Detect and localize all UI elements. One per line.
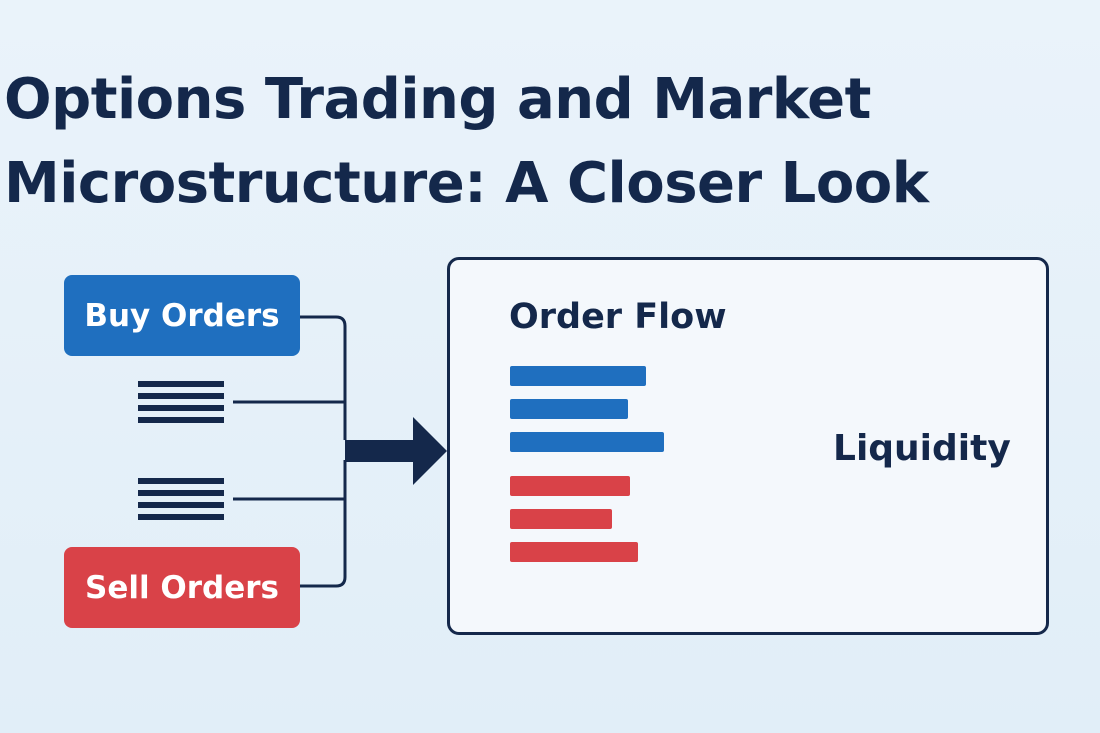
sell-flow-bar <box>510 542 638 562</box>
buy-connector-line <box>300 315 347 440</box>
page-title: Options Trading and Market Microstructur… <box>4 58 929 226</box>
page-title-line-2: Microstructure: A Closer Look <box>4 151 929 216</box>
buy-flow-bar <box>510 399 628 419</box>
buy-flow-bar <box>510 432 664 452</box>
order-stack-icon-top <box>138 381 224 423</box>
sell-connector-line <box>300 460 347 588</box>
sell-orders-box: Sell Orders <box>64 547 300 628</box>
sell-flow-bar <box>510 476 630 496</box>
buy-flow-bar <box>510 366 646 386</box>
page-title-line-1: Options Trading and Market <box>4 67 871 132</box>
arrow-right-icon-inflow <box>345 417 447 485</box>
sell-flow-bar <box>510 509 612 529</box>
buy-orders-box: Buy Orders <box>64 275 300 356</box>
liquidity-label: Liquidity <box>833 428 1011 469</box>
order-stack-icon-bottom <box>138 478 224 520</box>
order-flow-title: Order Flow <box>509 297 727 337</box>
